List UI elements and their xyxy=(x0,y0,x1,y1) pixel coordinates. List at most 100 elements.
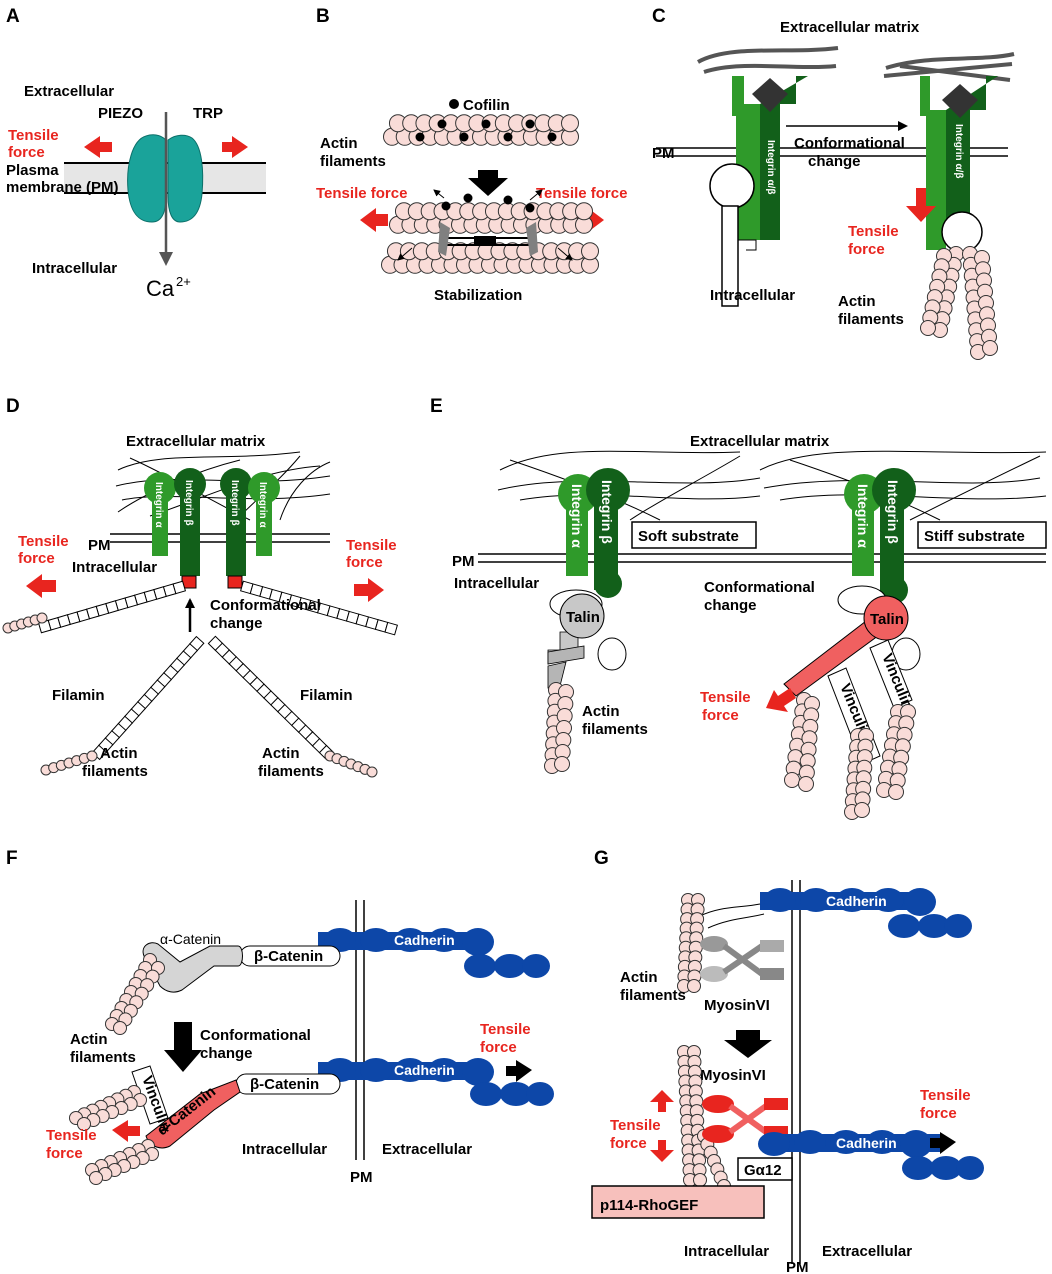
c-force-arrow xyxy=(906,188,936,222)
ecm-fiber xyxy=(519,494,761,501)
actin-bead xyxy=(693,1173,707,1187)
g-actin-bottom xyxy=(677,1045,731,1193)
e-conf-1: Conformational xyxy=(704,579,815,596)
d-tensile-left-1: Tensile xyxy=(18,533,69,550)
panel-d: D Extracellular matrix PM Intracellular … xyxy=(2,396,398,780)
d-actin-left-1: Actin xyxy=(100,745,138,762)
b-tensile-left: Tensile force xyxy=(316,185,407,202)
g-intracellular: Intracellular xyxy=(684,1243,769,1260)
c-ecm-fiber xyxy=(883,62,1013,78)
e-stiff-box xyxy=(917,521,1047,549)
ecm-fiber xyxy=(117,451,301,471)
f-force-arrow-left xyxy=(112,1120,140,1142)
g-cadherin-bottom: Cadherin xyxy=(758,1130,984,1180)
g-force-up xyxy=(650,1090,674,1112)
c-actin-1: Actin xyxy=(838,293,876,310)
d-actin-right-2: filaments xyxy=(258,763,324,780)
e-force-arrow xyxy=(766,688,796,712)
cofilin-dot xyxy=(525,119,535,129)
actin-bead xyxy=(854,802,870,818)
a-ion-charge: 2+ xyxy=(176,274,191,289)
e-integrin-right: Integrin α Integrin β xyxy=(844,468,916,604)
g-galpha: Gα12 xyxy=(744,1162,782,1179)
f-pm: PM xyxy=(350,1169,373,1186)
g-myosin-top xyxy=(700,936,784,982)
cofilin-dot xyxy=(481,119,491,129)
f-actin-2: filaments xyxy=(70,1049,136,1066)
actin-bead xyxy=(561,114,579,133)
e-ecm-fibers xyxy=(497,450,1047,521)
d-int-3: Integrin β xyxy=(229,480,240,526)
c-conf-2: change xyxy=(808,153,861,170)
e-intracellular: Intracellular xyxy=(454,575,539,592)
g-rhogef-box xyxy=(591,1185,765,1219)
e-integrin-left: Integrin α Integrin β xyxy=(558,468,630,598)
actin-bead xyxy=(784,772,800,788)
e-talin-inactive: Talin xyxy=(547,589,627,689)
a-force-arrow-right xyxy=(222,136,248,158)
b-crosslinker xyxy=(438,222,538,256)
panel-c-label: C xyxy=(652,6,666,27)
panel-c: C Extracellular matrix PM Integrin α/β C… xyxy=(652,6,1015,360)
c-integrin-inactive: Integrin α/β xyxy=(709,76,808,307)
g-actin-1: Actin xyxy=(620,969,658,986)
d-tensile-right-2: force xyxy=(346,554,383,571)
f-actin-bottom xyxy=(69,1085,159,1185)
actin-bead xyxy=(86,750,98,762)
actin-bead xyxy=(113,1021,127,1035)
g-galpha-box xyxy=(737,1157,793,1181)
f-tensile-left-2: force xyxy=(46,1145,83,1162)
cofilin-dot xyxy=(415,132,425,142)
a-extracellular: Extracellular xyxy=(24,83,114,100)
e-actin-left xyxy=(544,682,574,774)
e-soft: Soft substrate xyxy=(638,528,739,545)
d-integrins: Integrin α Integrin β Integrin β Integri… xyxy=(144,468,280,589)
f-cadherin-bottom: Cadherin xyxy=(318,1058,554,1106)
actin-bead xyxy=(581,242,599,261)
c-ecm-fiber xyxy=(697,46,839,64)
d-conf-2: change xyxy=(210,615,263,632)
e-ecm: Extracellular matrix xyxy=(690,433,830,450)
panel-f-label: F xyxy=(6,848,18,869)
b-actin-filaments-bundle xyxy=(381,202,599,274)
actin-bead xyxy=(920,320,936,336)
g-cadherin-top-label: Cadherin xyxy=(826,893,887,909)
e-talin-active: Talin Vinculin Vinculin xyxy=(783,585,921,765)
c-pm: PM xyxy=(652,145,675,162)
b-cofilin-released xyxy=(397,189,573,261)
g-tensile-right-2: force xyxy=(920,1105,957,1122)
d-tensile-right-1: Tensile xyxy=(346,537,397,554)
panel-f: F Cadherin β-Catenin α-Catenin Conformat… xyxy=(6,848,554,1186)
f-beta-bottom: β-Catenin xyxy=(250,1076,319,1093)
ecm-fiber xyxy=(629,455,741,521)
c-tensile-1: Tensile xyxy=(848,223,899,240)
f-beta-top: β-Catenin xyxy=(254,948,323,965)
f-cadherin-top: Cadherin xyxy=(318,928,550,978)
ecm-fiber xyxy=(759,450,1047,471)
cofilin-dot xyxy=(503,132,513,142)
f-tensile-right-2: force xyxy=(480,1039,517,1056)
e-soft-box xyxy=(631,521,757,549)
f-cadherin-bottom-label: Cadherin xyxy=(394,1062,455,1078)
d-pm: PM xyxy=(88,537,111,554)
panel-b: B Cofilin Actin filaments Tensile force … xyxy=(316,6,627,304)
e-stiff: Stiff substrate xyxy=(924,528,1025,545)
f-tensile-right-1: Tensile xyxy=(480,1021,531,1038)
panel-a: A Extracellular PIEZO TRP Tensile force … xyxy=(6,6,266,301)
g-myosin-top-label: MyosinVI xyxy=(704,997,770,1014)
e-int-3: Integrin α xyxy=(855,484,871,548)
f-extracellular: Extracellular xyxy=(382,1141,472,1158)
c-integrin-active: Integrin α/β xyxy=(920,76,998,253)
f-actin-top xyxy=(105,953,165,1035)
actin-bead xyxy=(77,1117,91,1131)
actin-bead xyxy=(982,340,998,356)
b-cofilin-bound xyxy=(415,119,557,142)
d-ecm: Extracellular matrix xyxy=(126,433,266,450)
e-actin-2: filaments xyxy=(582,721,648,738)
f-alpha-top: α-Catenin xyxy=(160,931,221,947)
d-actin-left-2: filaments xyxy=(82,763,148,780)
c-ecm-fiber xyxy=(703,63,837,74)
g-tensile-right-1: Tensile xyxy=(920,1087,971,1104)
cofilin-dot xyxy=(547,132,557,142)
e-tensile-1: Tensile xyxy=(700,689,751,706)
